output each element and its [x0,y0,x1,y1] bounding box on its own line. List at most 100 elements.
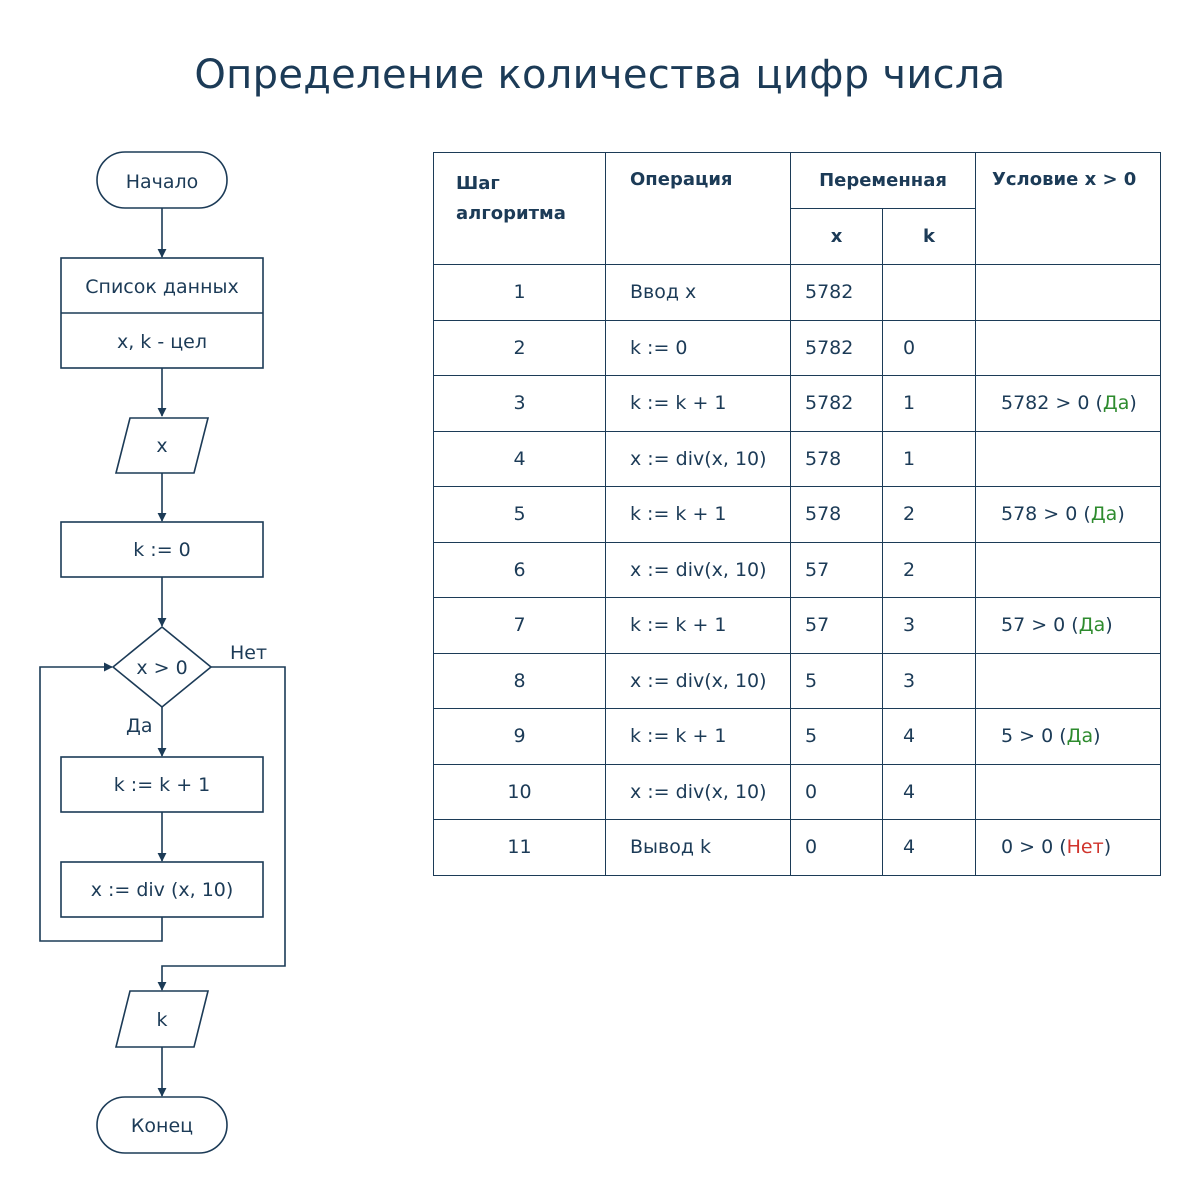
condition-expression: 5 > 0 [1001,725,1054,748]
header-var-k: k [882,208,976,265]
operation-cell: Вывод k [605,819,791,876]
x-value-cell: 578 [790,430,883,487]
k-value-cell: 1 [882,375,976,432]
x-value-cell: 578 [790,486,883,543]
x-value-cell: 57 [790,597,883,654]
step-cell: 1 [433,264,606,321]
condition-expression: 578 > 0 [1001,503,1078,526]
header-step-line2: алгоритма [456,203,566,224]
k-value-cell: 0 [882,319,976,376]
condition-cell [975,652,1161,709]
no-branch-line [157,666,286,991]
condition-cell: 0 > 0 (Нет) [975,819,1161,876]
operation-cell: k := 0 [605,319,791,376]
step-cell: 10 [433,763,606,820]
yes-label: Да [126,715,153,737]
operation-cell: k := k + 1 [605,708,791,765]
condition-cell: 5 > 0 (Да) [975,708,1161,765]
step-cell: 3 [433,375,606,432]
x-value-cell: 5782 [790,375,883,432]
condition-cell: 57 > 0 (Да) [975,597,1161,654]
end-terminal [96,1096,228,1154]
data-list-title: Список данных [85,276,239,298]
k-value-cell: 4 [882,763,976,820]
divide-block [60,861,264,918]
init-k-label: k := 0 [133,539,191,561]
operation-cell: x := div(x, 10) [605,430,791,487]
divide-label: x := div (x, 10) [91,879,234,901]
input-x-label: x [156,435,167,457]
condition-answer: Да [1066,725,1094,748]
header-variable: Переменная [790,152,976,209]
condition-cell: 5782 > 0 (Да) [975,375,1161,432]
k-value-cell: 2 [882,486,976,543]
init-k-block [60,521,264,578]
x-value-cell: 5 [790,652,883,709]
page-title: Определение количества цифр числа [194,52,1006,98]
k-value-cell: 3 [882,597,976,654]
k-value-cell [882,264,976,321]
output-k-parallelogram [114,990,210,1048]
k-value-cell: 4 [882,708,976,765]
start-label: Начало [126,171,199,193]
x-value-cell: 57 [790,541,883,598]
step-cell: 8 [433,652,606,709]
step-cell: 11 [433,819,606,876]
condition-answer: Да [1078,614,1106,637]
k-value-cell: 4 [882,819,976,876]
condition-answer: Нет [1066,836,1104,859]
step-cell: 9 [433,708,606,765]
condition-cell [975,319,1161,376]
condition-cell [975,541,1161,598]
operation-cell: x := div(x, 10) [605,541,791,598]
step-cell: 5 [433,486,606,543]
condition-cell: 578 > 0 (Да) [975,486,1161,543]
input-x-parallelogram [114,417,210,474]
x-value-cell: 0 [790,819,883,876]
operation-cell: k := k + 1 [605,375,791,432]
condition-label: x > 0 [136,657,187,679]
operation-cell: k := k + 1 [605,486,791,543]
header-operation: Операция [605,152,791,265]
k-value-cell: 1 [882,430,976,487]
increment-label: k := k + 1 [114,774,211,796]
condition-answer: Да [1102,392,1130,415]
condition-expression: 57 > 0 [1001,614,1066,637]
step-cell: 7 [433,597,606,654]
end-label: Конец [131,1115,193,1137]
condition-cell [975,763,1161,820]
x-value-cell: 5782 [790,319,883,376]
x-value-cell: 5 [790,708,883,765]
x-value-cell: 0 [790,763,883,820]
operation-cell: Ввод x [605,264,791,321]
flowchart: Начало Список данных x, k - цел x k := 0… [39,151,286,1154]
step-cell: 4 [433,430,606,487]
operation-cell: x := div(x, 10) [605,652,791,709]
header-step-line1: Шаг [456,173,500,194]
step-cell: 2 [433,319,606,376]
data-list-vars: x, k - цел [117,331,207,353]
condition-cell [975,430,1161,487]
condition-cell [975,264,1161,321]
header-condition: Условие x > 0 [975,152,1161,265]
header-step: Шаг алгоритма [433,152,606,265]
trace-table: Шаг алгоритма Операция Переменная Услови… [433,152,1161,876]
operation-cell: k := k + 1 [605,597,791,654]
k-value-cell: 2 [882,541,976,598]
header-var-x: x [790,208,883,265]
condition-answer: Да [1090,503,1118,526]
condition-expression: 5782 > 0 [1001,392,1090,415]
loop-back-line [39,662,163,942]
no-label: Нет [230,642,267,664]
